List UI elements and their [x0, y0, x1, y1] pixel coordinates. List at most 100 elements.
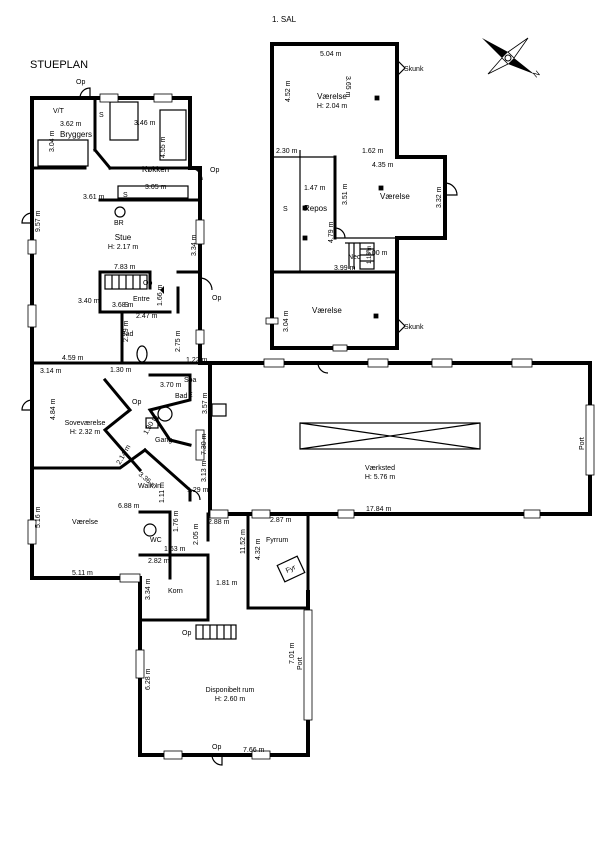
upper-floor [265, 42, 458, 352]
dimension: 2.75 m [175, 330, 182, 352]
symbol-op: Op [76, 79, 85, 86]
dimension: 2.79 m [123, 320, 130, 342]
dimension: 6.28 m [145, 668, 152, 690]
dimension-labels: 3.62 m 3.46 m 3.04 m 4.55 m 3.61 m 3.05 … [35, 51, 443, 754]
dimension: 3.65 m [344, 76, 351, 98]
dimension: 1.81 m [216, 580, 238, 587]
dimension: 3.32 m [436, 186, 443, 208]
symbol-port: Port [297, 657, 304, 670]
room-bryggers: Bryggers [60, 130, 92, 139]
room-labels: Bryggers Køkken Stue H: 2.17 m Entre Bad… [60, 66, 424, 703]
dimension: 9.57 m [35, 210, 42, 232]
symbol-port: Port [579, 437, 586, 450]
dimension: 3.04 m [49, 130, 56, 152]
dimension: 1.29 m [187, 487, 209, 494]
dimension: 2.88 m [208, 519, 230, 526]
dimension: 7.66 m [243, 747, 265, 754]
dimension: 3.13 m [201, 460, 208, 482]
room-fyrrum: Fyrrum [266, 537, 288, 544]
symbol-fyr: Fyr [285, 564, 298, 575]
symbol-s: S [123, 192, 128, 199]
dimension: 3.68 m [112, 302, 134, 309]
room-disp-height: H: 2.60 m [215, 696, 246, 703]
room-bad1: Bad [121, 331, 134, 338]
room-disp: Disponibelt rum [206, 687, 255, 694]
dimension: 4.79 m [328, 221, 335, 243]
dimension: 5.11 m [72, 570, 93, 577]
dimension: 1.13 m [367, 246, 373, 264]
room-vaerksted: Værksted [365, 465, 395, 472]
dimension: 1.76 m [173, 510, 180, 532]
dimension: 5.04 m [320, 51, 342, 58]
dimension: 17.84 m [366, 506, 391, 513]
symbol-s: S [283, 206, 288, 213]
dimension: 4.52 m [285, 80, 292, 102]
dimension: 3.40 m [78, 298, 100, 305]
room-walkin: Walk In [138, 483, 161, 490]
upper-stairs [345, 242, 375, 270]
dimension: 7.01 m [289, 642, 296, 664]
dimension: 4.32 m [255, 538, 262, 560]
room-stue: Stue [115, 233, 132, 242]
dimension: 2.47 m [136, 313, 158, 320]
dimension: 5.00 m [366, 250, 388, 257]
dimension: 4.84 m [50, 398, 57, 420]
dimension: 3.14 m [40, 368, 62, 375]
dimension: 1.47 m [304, 185, 326, 192]
dimension: 1.62 m [362, 148, 384, 155]
dimension: 3.70 m [160, 382, 182, 389]
ground-floor-fixtures [21, 87, 595, 766]
dimension: 1.63 m [164, 546, 186, 553]
dimension: 2.30 m [276, 148, 298, 155]
room-vaerelse-ground: Værelse [72, 519, 98, 526]
room-wc: WC [150, 537, 162, 544]
symbol-op: Op [210, 167, 219, 174]
dimension: 3.62 m [60, 121, 82, 128]
dimension: 1.22 m [186, 357, 208, 364]
ground-stairs [104, 274, 237, 640]
first-floor-title: 1. SAL [272, 15, 297, 24]
dimension: 1.30 m [143, 414, 160, 436]
dimension: 3.61 m [83, 194, 105, 201]
room-vaerksted-height: H: 5.76 m [365, 474, 396, 481]
room-v3: Værelse [312, 306, 342, 315]
room-ned: Ned [348, 254, 361, 261]
symbol-labels: Op Op Op Op Op Op Op V/T S S S S BR Port… [53, 79, 586, 751]
symbol-s: S [124, 302, 129, 309]
dimension: 2.82 m [148, 558, 170, 565]
compass-icon [482, 37, 534, 75]
dimension: 4.35 m [372, 162, 394, 169]
room-v1-height: H: 2.04 m [317, 103, 348, 110]
symbol-op: Op [132, 399, 141, 406]
room-sove: Soveværelse [65, 420, 106, 427]
compass-north-label: N [532, 69, 542, 80]
dimension: 3.99 m [334, 265, 356, 272]
room-spa: Spa [184, 377, 197, 384]
room-stue-height: H: 2.17 m [108, 244, 139, 251]
dimension: 1.11 m [159, 482, 166, 503]
symbol-op: Op [212, 744, 221, 751]
room-bad2: Bad [175, 393, 188, 400]
symbol-e: E [188, 392, 193, 399]
dimension: 1.30 m [110, 367, 132, 374]
ground-floor-title: STUEPLAN [30, 59, 88, 71]
dimension: 6.88 m [118, 503, 140, 510]
room-gang: Gang [155, 437, 172, 444]
dimension: 3.04 m [283, 310, 290, 332]
dimension: 3.34 m [191, 234, 198, 256]
symbol-br: BR [114, 220, 124, 227]
dimension: 5.16 m [35, 506, 42, 528]
dimension: 3.51 m [342, 183, 349, 205]
dimension: 3.34 m [145, 578, 152, 600]
dimension: 3.46 m [134, 120, 156, 127]
room-repos: Repos [304, 204, 327, 213]
room-sove-height: H: 2.32 m [70, 429, 101, 436]
dimension: 7.83 m [114, 264, 136, 271]
dimension: 4.55 m [160, 136, 167, 158]
dimension: 3.57 m [202, 392, 209, 414]
symbol-op: Op [212, 295, 221, 302]
room-entre: Entre [133, 296, 150, 303]
dimension: 3.05 m [145, 184, 167, 191]
dimension: 7.30 m [201, 433, 208, 455]
